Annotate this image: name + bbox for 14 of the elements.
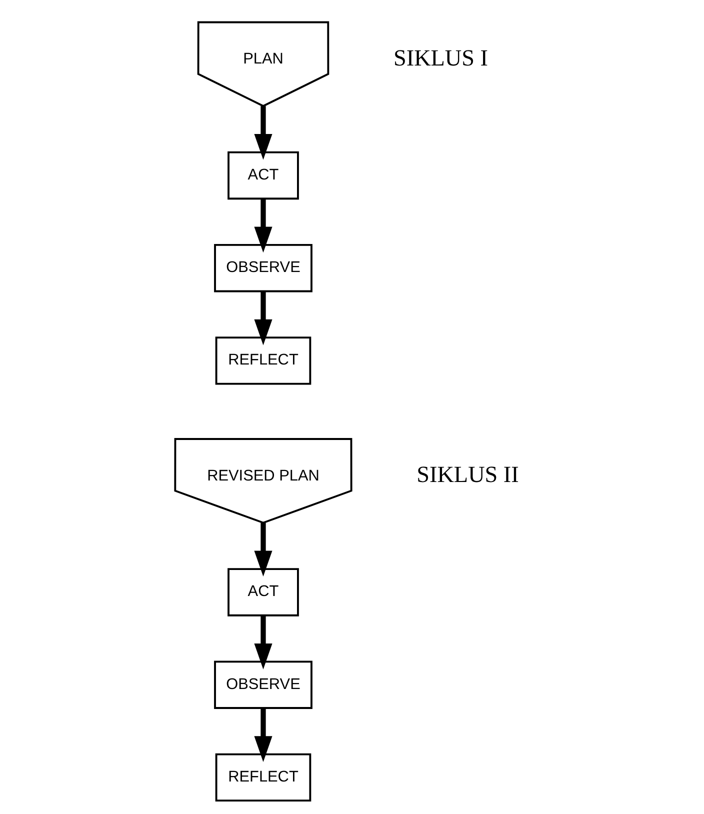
node-box: ACT	[228, 568, 299, 616]
label: SIKLUS I	[393, 45, 488, 72]
node-box: ACT	[228, 151, 299, 200]
arrow	[254, 616, 272, 670]
node-box: REFLECT	[215, 336, 312, 385]
arrow	[254, 199, 272, 253]
arrow	[254, 106, 272, 160]
label: SIKLUS II	[416, 462, 519, 488]
node-box: OBSERVE	[214, 244, 312, 292]
node-box: OBSERVE	[214, 660, 312, 709]
node-box: REFLECT	[215, 753, 312, 802]
arrow	[254, 522, 272, 576]
arrow	[254, 708, 272, 762]
arrow	[254, 292, 272, 346]
